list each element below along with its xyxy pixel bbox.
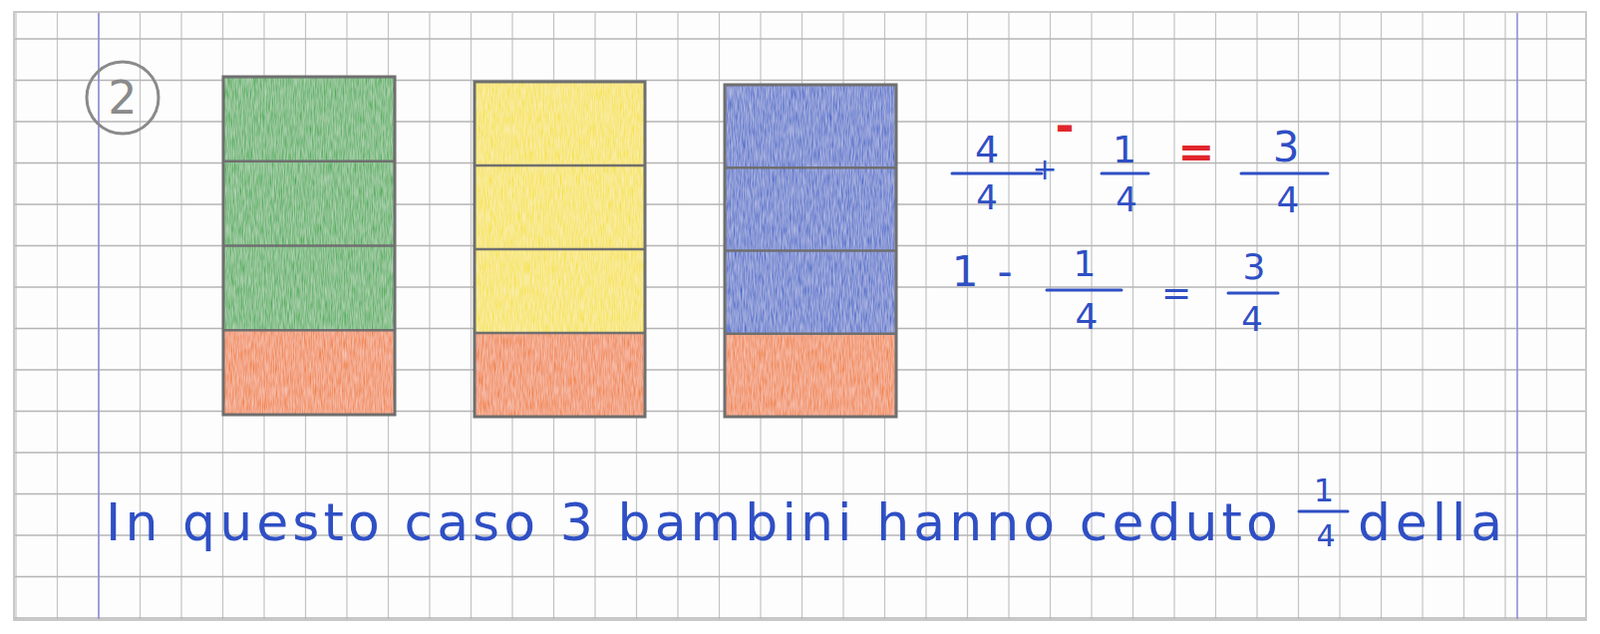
part-divider: [223, 244, 395, 248]
operator-holder: -: [1054, 102, 1074, 149]
whole-number-holder: 1: [952, 251, 979, 294]
fraction-bar: [1241, 172, 1328, 176]
numerator-holder: 1: [1073, 246, 1097, 283]
paper-frame: [13, 11, 1587, 621]
numerator: 1: [1112, 127, 1137, 172]
denominator: 4: [1115, 179, 1138, 220]
coloured-part: [724, 84, 897, 334]
margin-line: [1516, 12, 1519, 620]
denominator-holder: 4: [1277, 182, 1300, 219]
denominator-holder: 4: [1315, 521, 1335, 552]
grid-line: [1546, 12, 1548, 620]
denominator: 4: [1315, 518, 1335, 554]
grid-line: [1297, 12, 1299, 620]
numerator-holder: 1: [1313, 474, 1334, 507]
exercise-number: 2: [107, 70, 137, 125]
numerator-holder: 3: [1273, 126, 1300, 169]
numerator-holder: 1: [1112, 130, 1137, 169]
part-divider: [474, 248, 645, 252]
operator: -: [1054, 98, 1074, 153]
fraction-bar: [1298, 510, 1348, 514]
denominator: 4: [975, 177, 998, 218]
operator-holder: -: [996, 251, 1012, 294]
denominator-holder: 4: [975, 180, 998, 215]
fraction-bars: [952, 173, 1348, 512]
numerator-holder: 3: [1243, 249, 1267, 286]
equals-sign-holder: =: [1161, 275, 1192, 312]
equals-sign: =: [1161, 272, 1192, 314]
given-part: [474, 332, 645, 417]
numerator: 1: [1073, 243, 1097, 285]
coloured-part: [474, 81, 645, 333]
number-circle: [86, 61, 159, 134]
operator: +: [1031, 151, 1057, 187]
equals-sign-holder: =: [1178, 129, 1216, 174]
numerator: 3: [1243, 246, 1267, 288]
denominator-holder: 4: [1115, 182, 1138, 217]
grid-line: [14, 12, 16, 620]
numerator: 1: [1313, 471, 1334, 510]
given-part: [724, 333, 897, 417]
part-divider: [724, 249, 897, 253]
part-divider: [724, 166, 897, 170]
part-divider: [724, 332, 897, 336]
bar-outline: [223, 76, 395, 415]
fraction-bar: [952, 172, 1042, 176]
grid-line: [56, 12, 58, 620]
margin-line: [97, 12, 100, 620]
denominator: 4: [1075, 296, 1099, 337]
part-divider: [223, 160, 395, 164]
part-divider: [223, 328, 395, 332]
grid-lines: [14, 12, 1586, 620]
fraction-bar: [1046, 289, 1122, 293]
grid-line: [1338, 12, 1340, 620]
numerator: 3: [1273, 122, 1300, 172]
bar-outline: [724, 84, 897, 417]
grid-line: [14, 617, 1586, 620]
equals-sign: =: [1178, 125, 1216, 177]
sentence-text-holder: In questo caso 3 bambini hanno ceduto: [105, 496, 1282, 549]
exercise-number-holder: 2: [107, 74, 137, 121]
coloured-part: [223, 76, 395, 330]
sentence-text-holder: della: [1357, 496, 1508, 549]
sentence-text: In questo caso 3 bambini hanno ceduto: [105, 492, 1282, 553]
part-divider: [474, 164, 645, 168]
part-divider: [474, 331, 645, 335]
denominator-holder: 4: [1241, 302, 1264, 336]
grid-line: [14, 576, 1586, 579]
operator-holder: +: [1031, 154, 1057, 185]
numerator: 4: [974, 127, 999, 172]
fraction-bar: [1228, 292, 1279, 296]
bar-outline: [474, 81, 645, 417]
operator: -: [996, 247, 1012, 297]
denominator: 4: [1277, 179, 1300, 221]
given-part: [223, 329, 395, 415]
grid-line: [14, 37, 1586, 40]
grid-line: [97, 12, 99, 620]
whole-number: 1: [952, 247, 979, 297]
denominator: 4: [1241, 299, 1264, 339]
grid-line: [14, 451, 1586, 454]
denominator-holder: 4: [1075, 299, 1099, 335]
fraction-bars-drawing: [223, 76, 897, 417]
numerator-holder: 4: [974, 130, 999, 169]
fraction-bar: [1101, 172, 1149, 176]
sentence-text: della: [1357, 492, 1508, 553]
